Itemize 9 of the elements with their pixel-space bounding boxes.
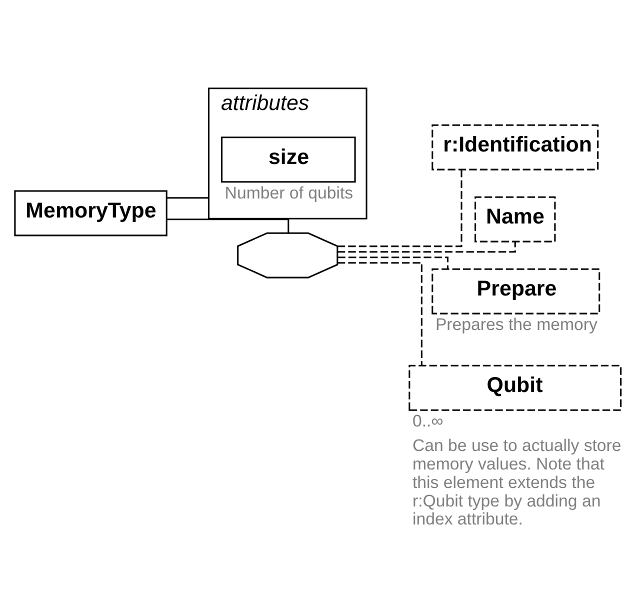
connector	[337, 170, 462, 248]
connector	[166, 197, 209, 199]
connector	[338, 256, 448, 269]
connector	[338, 262, 422, 366]
node-label: 0..∞	[412, 412, 444, 431]
node-label: Can be use to actually store memory values. Note that this element extends the r:Qubit type by adding an index attribute.	[412, 436, 622, 529]
node-label: Number of qubits	[224, 183, 354, 202]
node-octagon	[237, 232, 338, 278]
node-label: Prepares the memory	[435, 315, 598, 334]
